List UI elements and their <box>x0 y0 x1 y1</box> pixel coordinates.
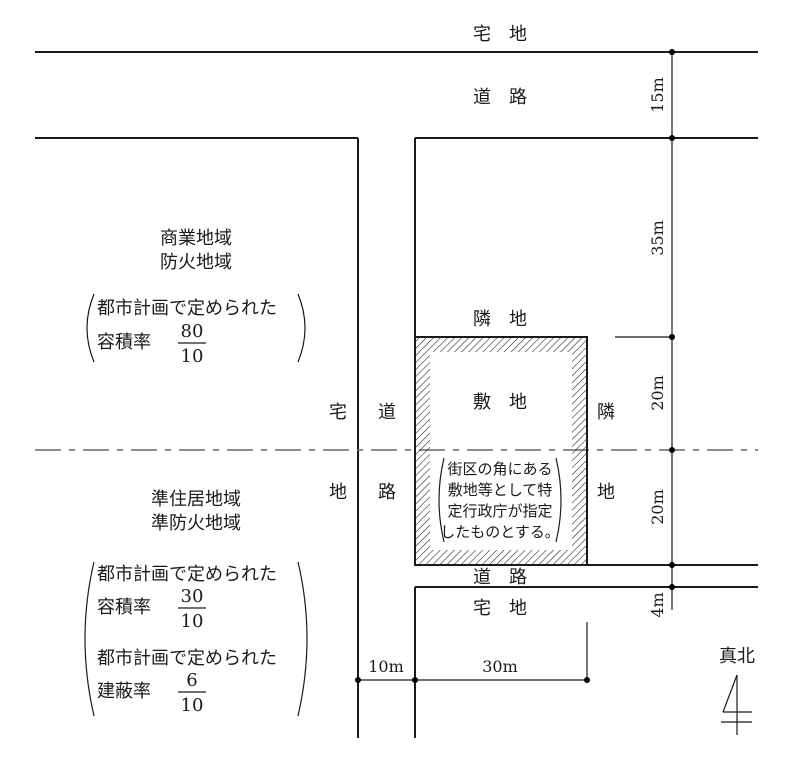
note-right-paren <box>555 457 562 543</box>
north-arrow-icon <box>721 674 752 735</box>
residential-fire-zone: 準防火地域 <box>151 513 241 534</box>
neighbor-right-label-2: 地 <box>597 482 615 503</box>
residential-bcr-numerator: 6 <box>186 670 197 691</box>
bottom-road-label: 道 路 <box>473 567 527 588</box>
dim-dot-4 <box>669 447 675 453</box>
residential-far-label: 都市計画で定められた <box>97 564 277 585</box>
commercial-far-denominator: 10 <box>181 346 204 367</box>
neighbor-top-label: 隣 地 <box>473 309 527 330</box>
note-line-3: 定行政庁が指定 <box>447 502 552 520</box>
commercial-fire-zone: 防火地域 <box>160 252 232 273</box>
left-lot-label-2: 地 <box>329 482 347 503</box>
residential-far-numerator: 30 <box>181 586 204 607</box>
dim-dot-3 <box>669 334 675 340</box>
residential-left-paren <box>84 561 95 717</box>
note-left-paren <box>438 457 445 543</box>
residential-far-denominator: 10 <box>181 611 204 632</box>
residential-zone-name: 準住居地域 <box>151 489 241 510</box>
bottom-lot-label: 宅 地 <box>473 598 527 619</box>
note-line-1: 街区の角にある <box>447 460 552 478</box>
dim-left-road: 10m <box>368 657 404 676</box>
dim-site-lower: 20m <box>648 489 667 525</box>
corner-lot-note: 街区の角にある 敷地等として特 定行政庁が指定 したものとする。 <box>438 457 562 543</box>
dim-dot-7 <box>355 677 361 683</box>
dim-neighbor-depth: 35m <box>648 220 667 256</box>
left-road-label-1: 道 <box>378 402 396 423</box>
dim-site-width: 30m <box>482 657 518 676</box>
residential-far-name: 容積率 <box>97 597 151 618</box>
neighbor-right-label-1: 隣 <box>597 402 615 423</box>
dim-dot-2 <box>669 135 675 141</box>
commercial-zone-name: 商業地域 <box>160 228 232 249</box>
dim-dot-5 <box>669 562 675 568</box>
commercial-far-numerator: 80 <box>181 321 204 342</box>
dim-site-upper: 20m <box>648 375 667 411</box>
note-line-4: したものとする。 <box>440 523 560 541</box>
left-road-label-2: 路 <box>378 482 396 503</box>
top-road-label: 道 路 <box>473 87 527 108</box>
dim-dot-6 <box>669 584 675 590</box>
dim-bottom-road: 4m <box>648 592 667 617</box>
site-outline <box>414 336 588 566</box>
residential-bcr-denominator: 10 <box>181 695 204 716</box>
residential-zone-block: 準住居地域 準防火地域 都市計画で定められた 容積率 30 10 都市計画で定め… <box>84 489 308 717</box>
residential-bcr-name: 建蔽率 <box>97 681 151 702</box>
residential-right-paren <box>297 561 308 717</box>
residential-bcr-label: 都市計画で定められた <box>97 648 277 669</box>
commercial-right-paren <box>297 293 306 363</box>
dim-dot-9 <box>584 677 590 683</box>
commercial-zone-block: 商業地域 防火地域 都市計画で定められた 容積率 80 10 <box>86 228 306 367</box>
north-label: 真北 <box>719 646 755 667</box>
top-lot-label: 宅 地 <box>473 24 527 45</box>
commercial-far-name: 容積率 <box>97 332 151 353</box>
dim-dot-8 <box>412 677 418 683</box>
commercial-left-paren <box>86 293 95 363</box>
dim-top-road: 15m <box>648 77 667 113</box>
left-lot-label-1: 宅 <box>329 402 347 423</box>
commercial-far-label: 都市計画で定められた <box>97 298 277 319</box>
site-label: 敷 地 <box>473 392 527 413</box>
note-line-2: 敷地等として特 <box>448 481 553 499</box>
dim-dot-1 <box>669 49 675 55</box>
